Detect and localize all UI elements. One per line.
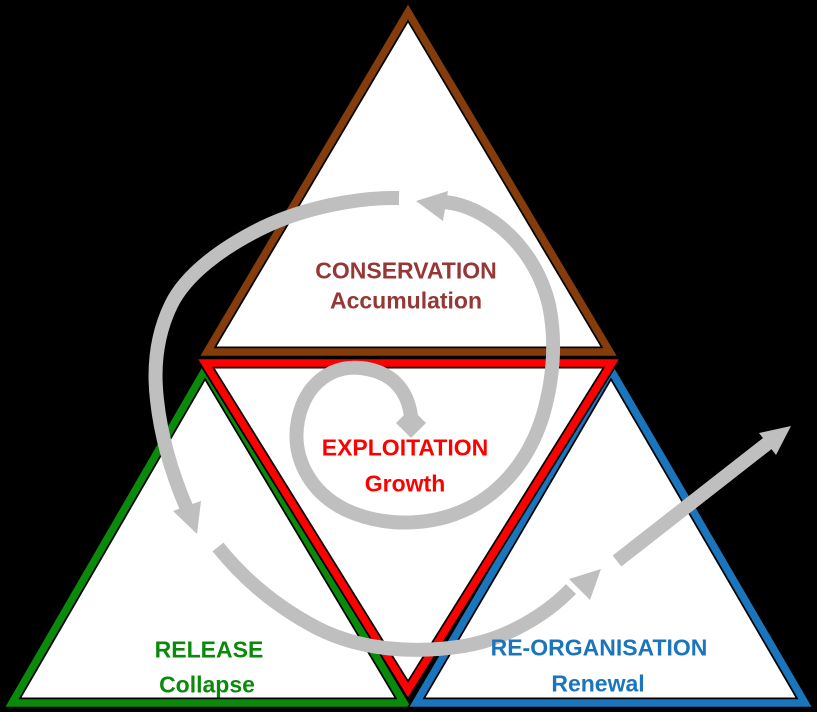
release-label: RELEASE [154, 636, 264, 663]
release-triangle-border [5, 362, 411, 707]
exploitation-label: EXPLOITATION [321, 434, 489, 461]
spiral-arrowhead-left-icon [173, 501, 201, 534]
adaptive-cycle-spiral [148, 190, 791, 657]
reorganisation-label: RE-ORGANISATION [490, 634, 708, 661]
spiral-left-arc [148, 190, 400, 512]
release-sublabel: Collapse [159, 671, 255, 698]
conservation-triangle [197, 1, 620, 358]
reorganisation-sublabel: Renewal [551, 670, 645, 697]
spiral-exit-arrow-shaft [612, 437, 773, 567]
conservation-label: CONSERVATION [315, 257, 497, 284]
reorganisation-triangle-border [409, 362, 812, 707]
reorganisation-triangle [406, 359, 815, 709]
exploitation-sublabel: Growth [364, 470, 446, 497]
spiral-start-diamond-icon [396, 408, 426, 438]
spiral-bottom-arc [212, 542, 577, 657]
spiral-arrowhead-top-icon [416, 191, 448, 221]
conservation-triangle-border [200, 4, 617, 356]
spiral-arrowhead-bottom-right-icon [569, 569, 601, 600]
spiral-inner-loop [289, 195, 561, 530]
exploitation-triangle-border [198, 359, 619, 698]
conservation-sublabel: Accumulation [329, 287, 483, 314]
spiral-exit-arrowhead-icon [759, 426, 791, 455]
